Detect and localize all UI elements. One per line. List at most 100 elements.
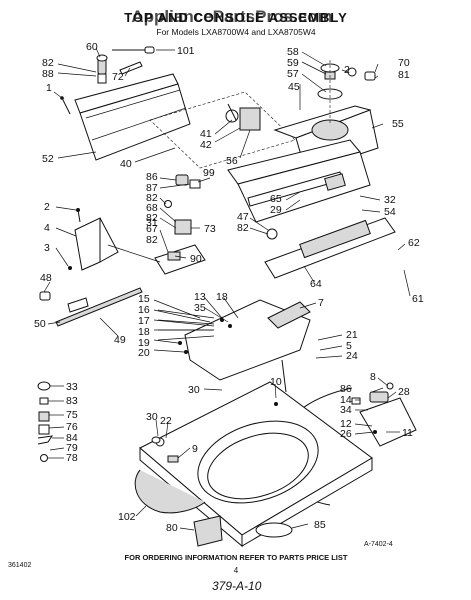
handwritten-note: 379-A-10 [212, 579, 262, 593]
part-label: 40 [120, 158, 132, 170]
part-label: 8 [370, 371, 376, 383]
part-label: 35 [194, 302, 206, 314]
part-label: 82 [146, 234, 158, 246]
part-label: 57 [287, 68, 299, 80]
part-label: 7 [318, 297, 324, 309]
part-label: 86 [340, 383, 352, 395]
part-label: 29 [270, 204, 282, 216]
part-label: 64 [310, 278, 322, 290]
part-label: 22 [160, 415, 172, 427]
part-label: 15 [138, 293, 150, 305]
bottom-parts [134, 436, 293, 547]
part-label: 17 [138, 315, 150, 327]
part-label: 52 [42, 153, 54, 165]
part-label: 85 [314, 519, 326, 531]
part-label: 87 [146, 182, 158, 194]
lid-switch-assembly [351, 382, 417, 447]
part-label: 70 [398, 57, 410, 69]
part-label: 102 [118, 511, 136, 523]
part-label: 16 [138, 304, 150, 316]
part-label: 33 [66, 381, 78, 393]
part-label: 67 [146, 223, 158, 235]
part-label: 3 [44, 242, 50, 254]
left-code: 361402 [8, 562, 31, 569]
part-label: 14 [340, 394, 352, 406]
part-label: 34 [340, 404, 352, 416]
part-label: 65 [270, 193, 282, 205]
part-label: 45 [288, 81, 300, 93]
part-label: 5 [346, 340, 352, 352]
part-label: 47 [237, 211, 249, 223]
part-label: 12 [340, 418, 352, 430]
part-label: 76 [66, 421, 78, 433]
part-label: 48 [40, 272, 52, 284]
page-number: 4 [234, 566, 239, 575]
part-label: 2 [344, 64, 350, 76]
part-label: 81 [398, 69, 410, 81]
diagram-subtitle: For Models LXA8700W4 and LXA8705W4 [156, 27, 316, 37]
part-label: 72 [112, 71, 124, 83]
part-label: 42 [200, 139, 212, 151]
control-panel-assembly [60, 46, 191, 161]
part-label: 82 [146, 212, 158, 224]
part-label: 56 [226, 155, 238, 167]
part-label: 55 [392, 118, 404, 130]
switch-components [154, 174, 278, 275]
part-label: 79 [66, 442, 78, 454]
part-label: 9 [192, 443, 198, 455]
part-label: 4 [44, 222, 50, 234]
part-label: 20 [138, 347, 150, 359]
part-label: 62 [408, 237, 420, 249]
part-label: 10 [270, 376, 282, 388]
part-label: 49 [114, 334, 126, 346]
part-number-labels: 60 101 82 88 72 1 52 40 41 42 56 58 59 5… [34, 41, 424, 534]
part-label: 18 [138, 326, 150, 338]
part-label: 75 [66, 409, 78, 421]
part-label: 78 [66, 452, 78, 464]
part-label: 18 [216, 291, 228, 303]
trim-strip [39, 287, 143, 327]
timer-mounting-area [149, 91, 296, 169]
part-label: 19 [138, 337, 150, 349]
part-label: 31 [146, 217, 158, 229]
part-label: 54 [384, 206, 396, 218]
part-label: 83 [66, 395, 78, 407]
part-label: 82 [42, 57, 54, 69]
part-label: 58 [287, 46, 299, 58]
part-label: 28 [398, 386, 410, 398]
diagram-code: A-7402-4 [364, 541, 393, 548]
part-label: 24 [346, 350, 358, 362]
part-label: 11 [402, 427, 413, 439]
part-label: 41 [200, 128, 212, 140]
small-hardware [37, 381, 54, 462]
part-label: 82 [146, 192, 158, 204]
part-label: 13 [194, 291, 206, 303]
part-label: 21 [346, 329, 358, 341]
part-label: 50 [34, 318, 46, 330]
side-bracket [68, 208, 119, 271]
part-label: 101 [177, 45, 195, 57]
console-front-trim [227, 139, 396, 279]
part-label: 1 [46, 82, 52, 94]
part-label: 86 [146, 171, 158, 183]
part-label: 82 [237, 222, 249, 234]
part-label: 26 [340, 428, 352, 440]
part-label: 99 [203, 167, 215, 179]
part-label: 59 [287, 57, 299, 69]
part-label: 2 [44, 201, 50, 213]
part-label: 32 [384, 194, 396, 206]
part-label: 61 [412, 293, 424, 305]
leader-lines [43, 47, 411, 531]
ordering-note: FOR ORDERING INFORMATION REFER TO PARTS … [125, 553, 348, 562]
diagram-title: TOP AND CONSOLE ASSEMBLY [124, 10, 348, 25]
part-label: 73 [204, 223, 216, 235]
part-label: 80 [166, 522, 178, 534]
part-label: 30 [188, 384, 200, 396]
part-label: 60 [86, 41, 98, 53]
watermark: AppliancePartsPros.com [131, 7, 332, 26]
part-label: 90 [190, 253, 202, 265]
part-label: 88 [42, 68, 54, 80]
part-label: 68 [146, 202, 158, 214]
